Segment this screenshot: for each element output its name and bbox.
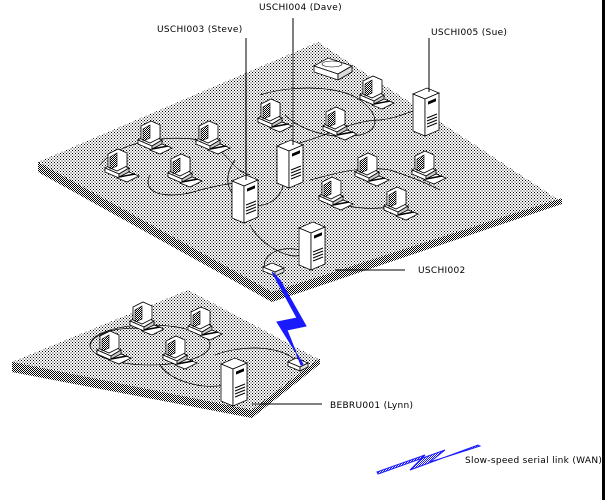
label-uschi005: USCHI005 (Sue) [431,28,507,38]
lightning-bolt-icon [376,444,482,475]
branch-site-servers [220,357,248,407]
server-icon-uschi005 [412,87,440,137]
window-right-edge [602,0,605,500]
wan-link [271,271,307,366]
legend: Slow-speed serial link (WAN) [376,444,602,475]
callout-lines [245,18,430,405]
legend-wan-label: Slow-speed serial link (WAN) [465,456,602,466]
modem-icon-branch [287,357,309,372]
server-icon-uschi004 [276,139,304,189]
label-uschi004: USCHI004 (Dave) [259,3,342,13]
server-icon-uschi002 [298,221,326,271]
label-uschi003: USCHI003 (Steve) [157,25,243,35]
server-icon-bebru001 [220,357,248,407]
label-uschi002: USCHI002 [418,266,466,276]
printer-icon [313,57,353,81]
label-bebru001: BEBRU001 (Lynn) [330,401,413,411]
server-icon-uschi003 [231,174,259,224]
